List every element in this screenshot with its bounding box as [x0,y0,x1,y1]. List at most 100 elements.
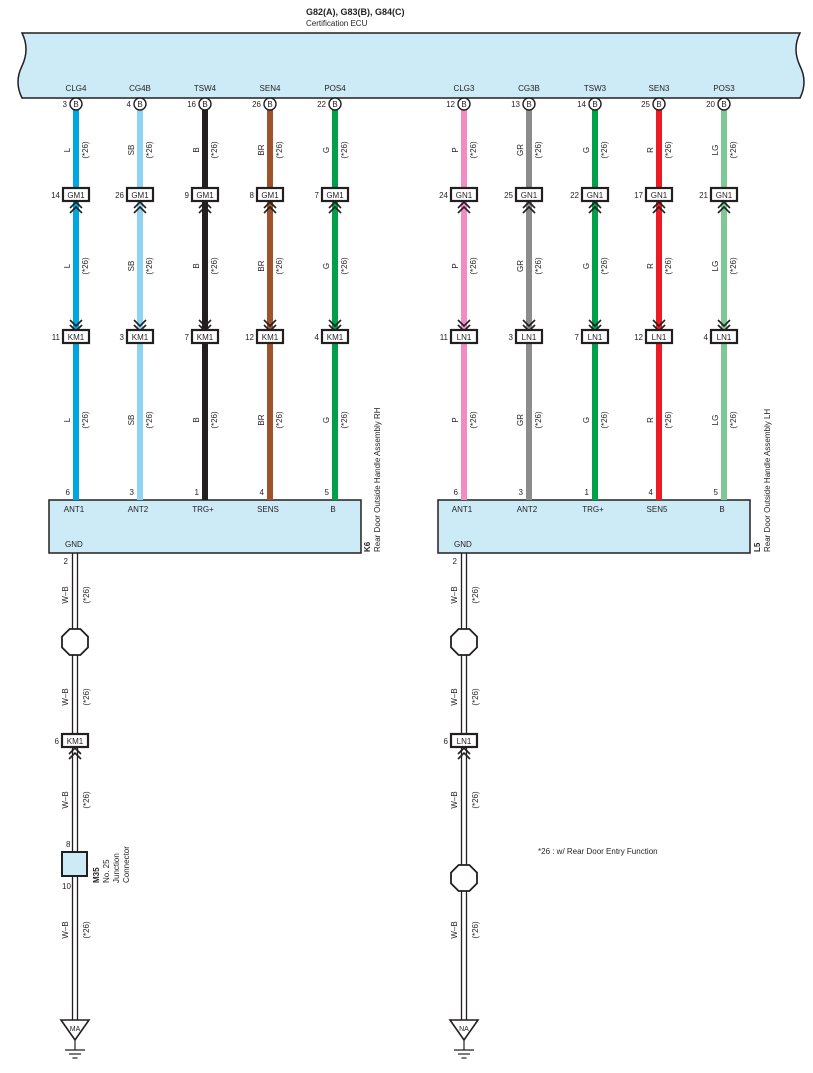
ground-color-code: W–B [450,586,459,603]
connector-arrow-up [198,205,212,214]
wire-color-code: BR [257,144,266,155]
ecu-pin-number: 26 [252,100,261,109]
handle-terminal-label: B [719,505,724,514]
ground-point-label: MA [70,1026,81,1033]
low-connector-label: KM1 [262,333,279,342]
handle-pin-number: 6 [66,488,71,497]
connector-arrow-up [69,200,83,209]
wire-color-code: B [192,147,201,152]
handle-terminal-label: ANT1 [64,505,85,514]
mid-connector-pin: 7 [315,191,320,200]
low-connector-pin: 11 [52,333,61,342]
mid-connector-pin: 22 [570,191,579,200]
connector-arrow-up [717,200,731,209]
handle-gnd-label-lh: GND [454,540,472,549]
connector-arrow-up [522,200,536,209]
wire-sen4: SEN4B26BR(*26)BR(*26)BR(*26)GM18KM1124SE… [245,84,285,514]
low-connector-label: KM1 [197,333,214,342]
low-connector-pin: 11 [440,333,449,342]
ecu-connector-id: B [721,100,726,109]
ecu-pin-marker [652,97,666,111]
wire-color-code: SB [127,415,136,426]
mid-connector-pin: 17 [634,191,643,200]
option-tag: (*26) [145,257,154,275]
option-tag: (*26) [340,257,349,275]
connector-arrow-down [69,319,83,328]
option-tag: (*26) [471,688,480,706]
option-tag: (*26) [145,141,154,159]
option-tag: (*26) [82,586,91,604]
junction-connector-box [61,851,88,877]
connector-arrow-down [198,319,212,328]
option-tag: (*26) [82,791,91,809]
handle-terminal-label: ANT2 [517,505,538,514]
handle-name-lh: Rear Door Outside Handle Assembly LH [763,409,772,552]
ecu-pin-marker [717,97,731,111]
option-tag: (*26) [210,141,219,159]
wire-color-code: SB [127,145,136,156]
ground-color-code: W–B [450,791,459,808]
connector-arrow-up [457,751,471,760]
handle-gnd-label-rh: GND [65,540,83,549]
mid-connector-label: GM1 [326,191,344,200]
handle-pin-number: 1 [195,488,200,497]
ecu-pin-number: 16 [187,100,196,109]
handle-pin-number: 5 [325,488,330,497]
ecu-pin-number: 3 [63,100,68,109]
low-connector [320,328,350,345]
ground-color-code: W–B [61,586,70,603]
option-tag: (*26) [729,257,738,275]
ground-pin-number: 2 [64,557,69,566]
mid-connector-label: GN1 [521,191,538,200]
connector-arrow-up [457,200,471,209]
option-tag: (*26) [275,141,284,159]
connector-arrow-up [588,205,602,214]
connector-arrow-up [652,200,666,209]
option-tag: (*26) [664,257,673,275]
option-tag: (*26) [340,141,349,159]
ground-pin-number: 2 [453,557,458,566]
ecu-connector-id: B [267,100,272,109]
handle-terminal-label: B [330,505,335,514]
option-note: *26 : w/ Rear Door Entry Function [538,847,658,856]
option-tag: (*26) [534,257,543,275]
connector-arrow-down [522,319,536,328]
mid-connector-pin: 26 [115,191,124,200]
ecu-pin-number: 25 [641,100,650,109]
ecu-signal-label: TSW3 [584,84,607,93]
ecu-pin-marker [522,97,536,111]
handle-pin-number: 3 [130,488,135,497]
mid-connector-pin: 8 [250,191,255,200]
option-tag: (*26) [471,791,480,809]
ground-color-code: W–B [450,921,459,938]
wire-color-code: SB [127,261,136,272]
wire-color-code: LG [711,415,720,426]
ground-connector-pin: 6 [444,737,449,746]
ecu-pin-marker [133,97,147,111]
ecu-box [17,32,805,99]
low-connector-pin: 12 [245,333,254,342]
low-connector-pin: 3 [509,333,514,342]
mid-connector-pin: 14 [51,191,60,200]
ecu-signal-label: CG3B [518,84,540,93]
wire-color-code: G [582,417,591,423]
low-connector-pin: 3 [120,333,125,342]
wire-color-code: L [63,417,72,422]
ecu-connectors-title: G82(A), G83(B), G84(C) [306,7,405,17]
low-connector [449,328,479,345]
low-connector [190,328,220,345]
wire-color-code: BR [257,260,266,271]
wire-color-code: B [192,263,201,268]
option-tag: (*26) [81,257,90,275]
ecu-pin-number: 14 [577,100,586,109]
ground-connector [60,732,90,749]
wire-color-code: R [646,263,655,269]
connector-arrow-up [588,200,602,209]
handle-pin-number: 1 [585,488,590,497]
option-tag: (*26) [210,411,219,429]
wire-color-code: G [322,263,331,269]
option-tag: (*26) [534,411,543,429]
